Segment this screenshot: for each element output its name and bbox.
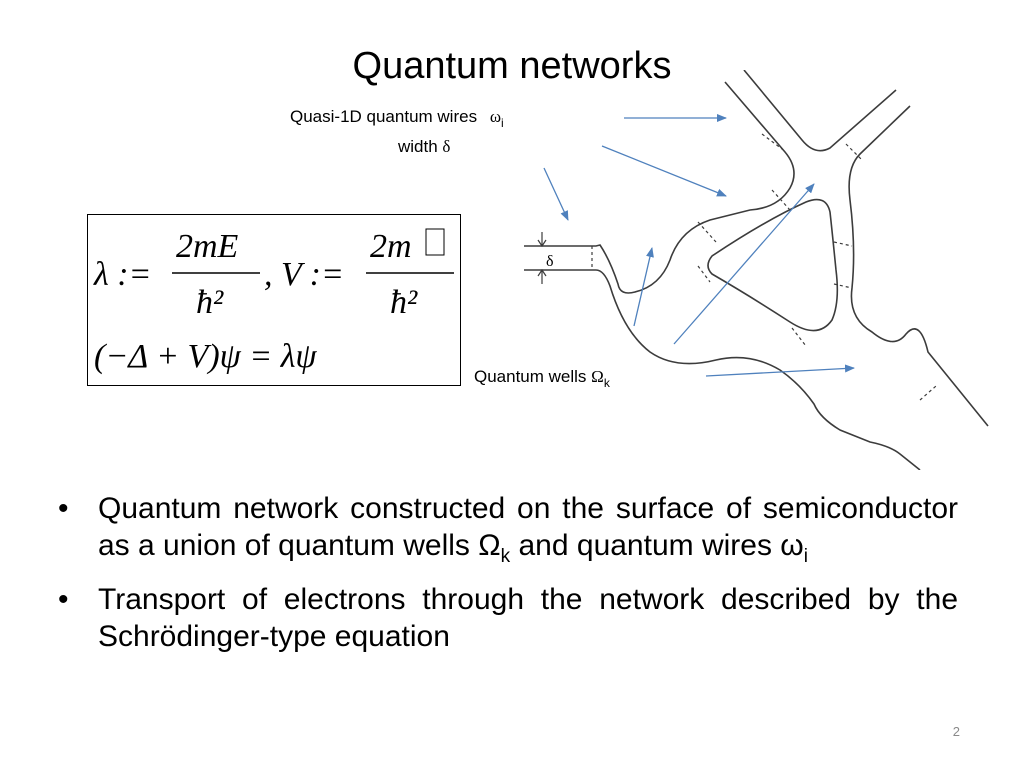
width-symbol: δ bbox=[442, 137, 451, 156]
lambda-def-lhs: λ := bbox=[93, 256, 152, 293]
junction-4 bbox=[697, 221, 717, 243]
arrow-right-wire bbox=[601, 145, 727, 197]
v-missing-glyph bbox=[425, 228, 445, 256]
top-wire-right-edge bbox=[743, 70, 897, 152]
wires-label: Quasi-1D quantum wires ωi bbox=[290, 106, 504, 130]
junction-2 bbox=[845, 143, 863, 161]
outer-boundary-bottom bbox=[524, 269, 921, 470]
wires-label-text: Quasi-1D quantum wires bbox=[290, 107, 478, 126]
bullet-dot: • bbox=[58, 583, 69, 616]
wells-label-text: Quantum wells bbox=[474, 367, 587, 386]
width-label: width δ bbox=[398, 136, 450, 158]
junction-9 bbox=[791, 327, 807, 347]
width-marker-arrow-top bbox=[537, 239, 547, 248]
diagram-delta: δ bbox=[546, 253, 554, 270]
outer-boundary-right bbox=[848, 105, 989, 427]
arrow-left-wire bbox=[543, 167, 569, 221]
arrow-well-right bbox=[705, 364, 855, 377]
annotation-arrows bbox=[543, 114, 855, 377]
bullet-1-text: Quantum network constructed on the surfa… bbox=[98, 492, 958, 562]
page-number: 2 bbox=[952, 724, 960, 739]
lambda-numerator: 2mE bbox=[176, 228, 239, 265]
junction-6 bbox=[833, 241, 853, 247]
lambda-denominator: ħ² bbox=[196, 284, 224, 321]
wire-junctions bbox=[591, 133, 937, 401]
wells-index: k bbox=[603, 376, 610, 390]
bullet-1-sub-k: k bbox=[500, 546, 511, 567]
bullet-dot: • bbox=[58, 492, 69, 525]
junction-1 bbox=[761, 133, 787, 153]
bullet-1-mid: and quantum wires ω bbox=[510, 529, 804, 562]
width-marker bbox=[537, 232, 547, 284]
v-denominator: ħ² bbox=[390, 284, 418, 321]
arrow-well-left bbox=[633, 247, 654, 327]
v-numerator: 2m bbox=[370, 228, 412, 265]
wires-index: i bbox=[501, 116, 504, 130]
bullet-item-2: • Transport of electrons through the net… bbox=[58, 581, 958, 655]
junction-5 bbox=[771, 189, 791, 211]
bullet-item-1: • Quantum network constructed on the sur… bbox=[58, 490, 958, 575]
formula-svg: λ := 2mE ħ² , V := 2m ħ² (−Δ + V)ψ = λψ bbox=[93, 228, 454, 375]
slide-title: Quantum networks bbox=[352, 45, 672, 87]
bullet-1-sub-i: i bbox=[803, 546, 808, 567]
arrow-well-center bbox=[673, 183, 815, 345]
wires-symbol: ω bbox=[489, 107, 502, 126]
formula-box: λ := 2mE ħ² , V := 2m ħ² (−Δ + V)ψ = λψ bbox=[87, 214, 461, 386]
width-marker-arrow-bottom bbox=[537, 268, 547, 277]
network-diagram: δ bbox=[524, 70, 989, 470]
junction-10 bbox=[919, 385, 937, 401]
outer-boundary-left bbox=[524, 81, 795, 294]
wells-symbol: Ω bbox=[591, 367, 604, 386]
schrodinger-equation: (−Δ + V)ψ = λψ bbox=[94, 338, 317, 375]
width-label-text: width bbox=[398, 137, 438, 156]
network-outline bbox=[524, 70, 989, 470]
bullet-list: • Quantum network constructed on the sur… bbox=[58, 490, 958, 661]
inner-island bbox=[707, 198, 839, 332]
v-def-lhs: , V := bbox=[264, 256, 344, 293]
bullet-2-text: Transport of electrons through the netwo… bbox=[98, 583, 958, 653]
wells-label: Quantum wells Ωk bbox=[474, 366, 610, 390]
